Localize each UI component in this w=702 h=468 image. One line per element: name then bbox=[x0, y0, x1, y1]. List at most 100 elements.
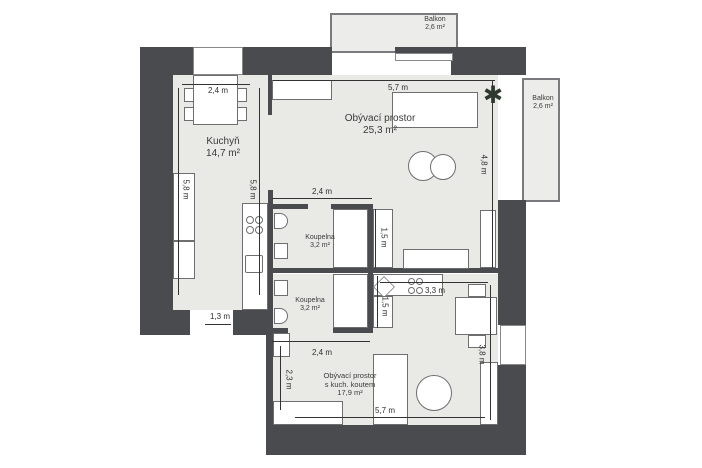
living-name: Obývací prostor bbox=[344, 113, 416, 124]
kitchenette-burner bbox=[408, 278, 415, 285]
bathroom-2-label: Koupelna 3,2 m² bbox=[285, 297, 335, 313]
wall-bath-divider bbox=[268, 268, 498, 273]
dim-line-bath1-depth bbox=[375, 209, 376, 268]
kitchenette-burner bbox=[416, 278, 423, 285]
window-right-lower bbox=[500, 325, 526, 365]
balcony-right-label: Balkon 2,6 m² bbox=[526, 95, 560, 111]
wall-lower-left bbox=[266, 330, 273, 455]
dim-line-bath2-bottom bbox=[272, 341, 370, 342]
dim-kitchen-door: 1,3 m bbox=[210, 312, 231, 321]
living-label: Obývací prostor 25,3 m² bbox=[320, 113, 440, 136]
bathroom-1-washbasin bbox=[274, 243, 288, 259]
dim-bath2-bottom-width: 2,4 m bbox=[312, 348, 333, 357]
bathroom-2-area: 3,2 m² bbox=[300, 305, 320, 313]
lower-living-label: Obývací prostor s kuch. koutem 17,9 m² bbox=[305, 371, 395, 398]
kitchen-cabinet-left-lower bbox=[173, 241, 195, 279]
bathroom-1-name: Koupelna bbox=[305, 234, 335, 241]
kitchenette-burner bbox=[408, 287, 415, 294]
lower-round-table bbox=[416, 375, 452, 411]
plant-icon: ✱ bbox=[482, 82, 504, 109]
kitchen-burner bbox=[246, 216, 254, 224]
bathroom-2-washbasin bbox=[274, 280, 288, 296]
dim-lower-depth-right: 3,8 m bbox=[477, 344, 487, 365]
dim-line-lower-depth-right bbox=[490, 285, 491, 420]
wall-bath1-right bbox=[368, 204, 373, 330]
wall-kitchen-living bbox=[268, 75, 272, 115]
coffee-table-2 bbox=[430, 154, 456, 180]
kitchen-burner bbox=[246, 226, 254, 234]
wall-kitchen-bottom-left bbox=[140, 310, 190, 335]
bathroom-1-area: 3,2 m² bbox=[310, 242, 330, 250]
wall-kitchen-bath bbox=[268, 190, 273, 330]
dim-line-bath1-width bbox=[272, 198, 372, 199]
balcony-top bbox=[330, 13, 458, 53]
dim-line-living-width bbox=[273, 80, 495, 81]
kitchen-dining-table bbox=[193, 75, 238, 125]
living-shelf-right bbox=[480, 210, 496, 268]
dim-bath1-depth: 1,5 m bbox=[379, 227, 389, 248]
dim-kitchen-length-right: 5,8 m bbox=[248, 179, 258, 200]
dim-line-kitchen-right bbox=[259, 88, 260, 295]
living-tv-stand bbox=[403, 249, 469, 269]
kitchenette-side-counter bbox=[373, 296, 393, 328]
bathroom-1-label: Koupelna 3,2 m² bbox=[295, 234, 345, 250]
kitchen-name: Kuchyň bbox=[206, 136, 240, 147]
dim-line-kitchenette-counter bbox=[380, 282, 488, 283]
bathroom-1-shower bbox=[333, 209, 368, 268]
dim-line-kitchenette-small bbox=[377, 276, 378, 328]
dim-kitchen-width: 2,4 m bbox=[208, 86, 229, 95]
balcony-right-area: 2,6 m² bbox=[533, 103, 553, 111]
lower-living-area: 17,9 m² bbox=[337, 388, 363, 398]
lower-living-name-2: s kuch. koutem bbox=[324, 379, 376, 389]
kitchen-chair-1 bbox=[184, 88, 194, 102]
dim-kitchenette-small: 1,5 m bbox=[380, 296, 390, 317]
dim-line-lower-width bbox=[295, 417, 485, 418]
dim-lower-depth-left: 2,3 m bbox=[284, 369, 294, 390]
kitchen-chair-4 bbox=[237, 107, 247, 121]
lower-chair-bottom bbox=[468, 335, 486, 348]
dim-living-width: 5,7 m bbox=[388, 83, 409, 92]
lower-sofa bbox=[373, 354, 408, 425]
bathroom-2-shower bbox=[333, 274, 368, 328]
balcony-top-name: Balkon bbox=[424, 16, 446, 23]
balcony-top-area: 2,6 m² bbox=[425, 24, 445, 32]
dim-line-living-depth bbox=[492, 80, 493, 268]
window-top-middle bbox=[395, 53, 453, 61]
dim-kitchen-length-left: 5,8 m bbox=[181, 179, 191, 200]
wall-kitchen-bottom-right bbox=[233, 310, 273, 335]
dim-lower-width: 5,7 m bbox=[375, 406, 396, 415]
wall-bottom bbox=[266, 425, 526, 455]
lower-shelf-right bbox=[480, 362, 498, 425]
bathroom-1-toilet bbox=[274, 213, 288, 229]
living-sideboard bbox=[272, 80, 332, 100]
window-kitchen-top bbox=[193, 47, 243, 75]
dim-line-lower-depth-left bbox=[280, 346, 281, 410]
wall-bath2-bottom-left bbox=[268, 328, 288, 333]
dim-kitchenette-counter: 3,3 m bbox=[425, 286, 446, 295]
wall-bath2-bottom-right bbox=[333, 328, 373, 333]
kitchen-chair-2 bbox=[184, 107, 194, 121]
kitchen-area: 14,7 m² bbox=[206, 147, 240, 159]
dim-line-kitchen-door bbox=[205, 324, 231, 325]
living-sofa bbox=[392, 92, 478, 128]
dim-bath1-width: 2,4 m bbox=[312, 187, 333, 196]
dim-line-kitchen-width bbox=[182, 84, 250, 85]
kitchen-sink bbox=[245, 255, 263, 273]
kitchen-chair-3 bbox=[237, 88, 247, 102]
lower-chair-top bbox=[468, 284, 486, 297]
wall-outer-left bbox=[140, 47, 173, 333]
bathroom-2-name: Koupelna bbox=[295, 297, 325, 304]
dim-living-depth: 4,8 m bbox=[479, 154, 489, 175]
lower-sideboard bbox=[273, 401, 343, 425]
wall-right-upper bbox=[498, 200, 526, 325]
wall-bath1-top-right bbox=[331, 204, 373, 209]
balcony-right bbox=[522, 78, 560, 202]
kitchenette-burner bbox=[416, 287, 423, 294]
wall-bath1-top-left bbox=[268, 204, 308, 209]
bathroom-1-storage bbox=[373, 209, 393, 268]
bathroom-2-toilet bbox=[274, 308, 288, 324]
lower-living-name-1: Obývací prostor bbox=[323, 371, 377, 380]
kitchen-label: Kuchyň 14,7 m² bbox=[188, 136, 258, 159]
dim-line-kitchen-left bbox=[178, 88, 179, 295]
living-area: 25,3 m² bbox=[363, 124, 397, 136]
